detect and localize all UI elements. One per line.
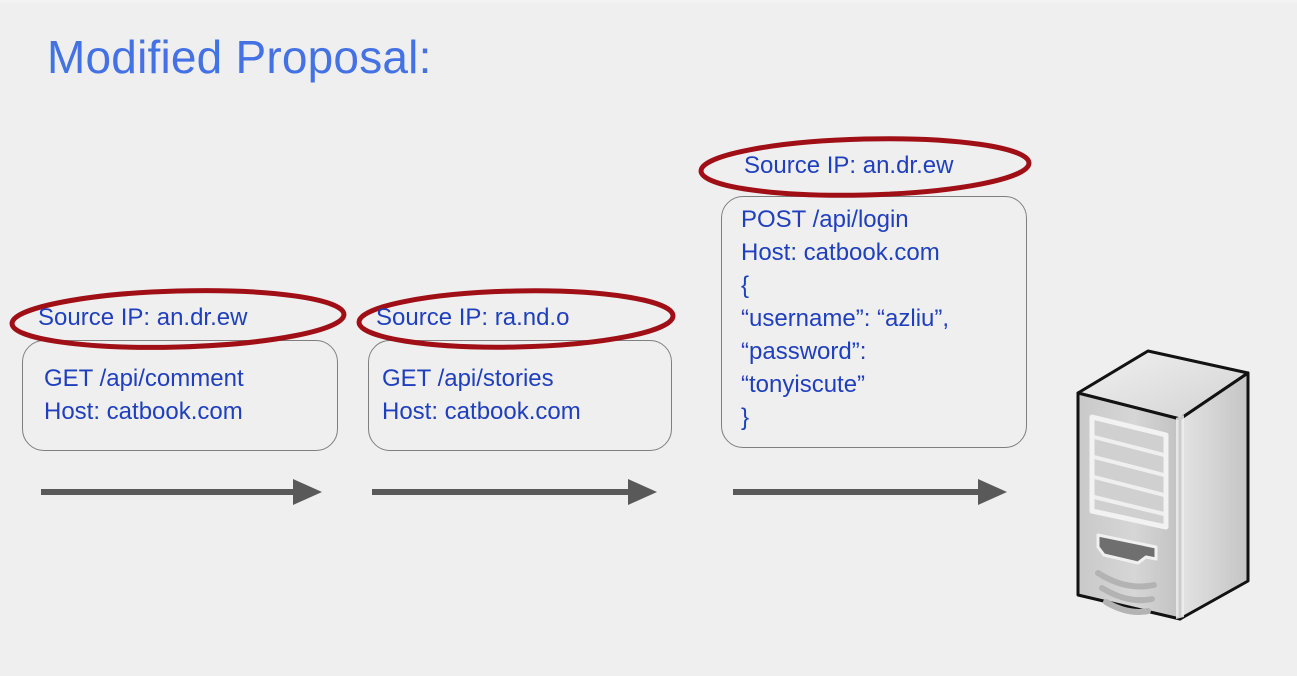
packet-box-3 xyxy=(721,196,1027,448)
page-title: Modified Proposal: xyxy=(47,31,432,83)
arrow-right-icon xyxy=(733,479,1007,505)
annotation-ellipse-3 xyxy=(697,136,1033,198)
annotation-2-label: Source IP: ra.nd.o xyxy=(376,304,570,331)
server-tower-icon xyxy=(1076,349,1250,621)
annotation-ellipse-1 xyxy=(8,288,348,350)
annotation-1-label: Source IP: an.dr.ew xyxy=(38,304,248,331)
ellipse-icon xyxy=(698,136,1032,198)
ellipse-icon xyxy=(356,288,676,350)
packet-box-2 xyxy=(368,340,672,451)
flow-arrow-3 xyxy=(733,478,1007,506)
annotation-ellipse-2 xyxy=(355,288,677,350)
flow-arrow-2 xyxy=(372,478,657,506)
packet-1-body: GET /api/comment Host: catbook.com xyxy=(44,365,244,425)
slide-top-edge xyxy=(0,0,1297,5)
flow-arrow-1 xyxy=(41,478,322,506)
arrow-right-icon xyxy=(372,479,657,505)
server-tower-icon xyxy=(1068,345,1258,625)
arrow-right-icon xyxy=(41,479,322,505)
packet-3-body: POST /api/login Host: catbook.com { “use… xyxy=(741,206,950,431)
packet-2-body: GET /api/stories Host: catbook.com xyxy=(382,365,581,425)
packet-box-1 xyxy=(22,340,338,451)
annotation-3-label: Source IP: an.dr.ew xyxy=(744,152,954,179)
ellipse-icon xyxy=(9,288,347,350)
